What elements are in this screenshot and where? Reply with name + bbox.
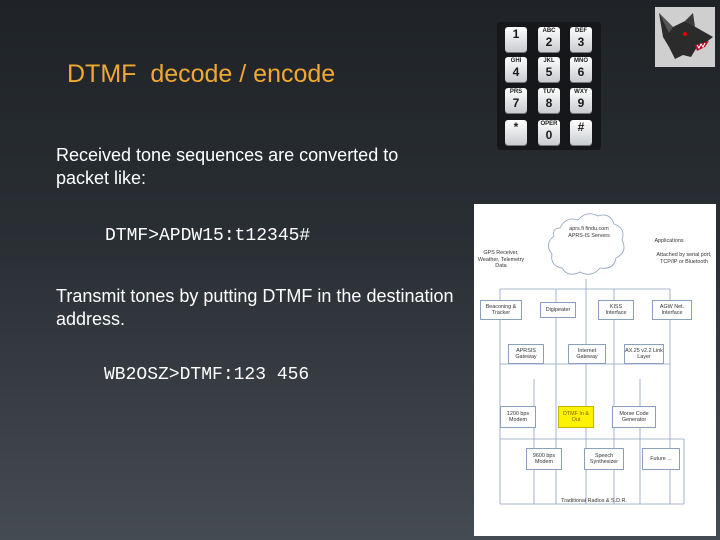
key-digit: 7: [512, 96, 520, 110]
speech-box: Speech Synthesizer: [584, 448, 624, 470]
key-letters: GHI: [510, 58, 522, 64]
applications-label: Applications: [654, 238, 684, 244]
paragraph-transmit: Transmit tones by putting DTMF in the de…: [56, 286, 454, 329]
key-letters: OPER: [540, 121, 558, 127]
key-letters: TUV: [543, 89, 555, 95]
beaconing-box: Beaconing & Tracker: [480, 300, 522, 320]
internet-gateway-box: Internet Gateway: [568, 344, 606, 364]
keypad-key: 1: [505, 27, 527, 52]
key-digit: 6: [577, 65, 585, 79]
cloud-label: aprs.fi findu.com APRS-IS Servers: [568, 226, 610, 239]
modem-1200-box: 1200 bps Modem: [500, 406, 536, 428]
attached-label: Attached by serial port, TCP/IP or Bluet…: [656, 252, 712, 265]
morse-box: Morse Code Generator: [612, 406, 656, 428]
keypad-key: #: [570, 120, 592, 145]
key-digit: 2: [545, 35, 553, 49]
agw-box: AGW Net. Interface: [652, 300, 692, 320]
key-letters: PRS: [509, 89, 523, 95]
aprsis-gateway-box: APRSIS Gateway: [508, 344, 544, 364]
key-digit: 8: [545, 96, 553, 110]
dtmf-box: DTMF In & Out: [558, 406, 594, 428]
architecture-diagram: aprs.fi findu.com APRS-IS Servers GPS Re…: [474, 204, 716, 536]
key-digit: 1: [512, 27, 520, 41]
key-digit: 4: [512, 65, 520, 79]
future-box: Future ...: [642, 448, 680, 470]
key-letters: DEF: [575, 28, 587, 34]
ax25-box: AX.25 v2.2 Link Layer: [624, 344, 664, 364]
kiss-box: KISS Interface: [598, 300, 634, 320]
key-letters: ABC: [542, 28, 556, 34]
digipeater-box: Digipeater: [540, 302, 576, 318]
wolf-head-icon: [655, 7, 715, 67]
code-transmit-example: WB2OSZ>DTMF:123 456: [104, 365, 310, 385]
key-digit: #: [577, 120, 585, 134]
key-digit: 5: [545, 65, 553, 79]
modem-9600-box: 9600 bps Modem: [526, 448, 562, 470]
slide-title: DTMF decode / encode: [67, 60, 336, 88]
gps-label: GPS Receiver, Weather, Telemetry Data: [477, 250, 525, 269]
key-digit: *: [513, 120, 519, 134]
key-digit: 9: [577, 96, 585, 110]
key-letters: WXY: [574, 89, 588, 95]
key-digit: 0: [545, 128, 553, 142]
key-letters: JKL: [543, 58, 555, 64]
diagram-connectors: [499, 213, 685, 505]
code-received-example: DTMF>APDW15:t12345#: [105, 226, 311, 246]
radios-label: Traditional Radios & S.D.R.: [561, 498, 627, 504]
keypad-key: *: [505, 120, 527, 145]
key-digit: 3: [577, 35, 585, 49]
paragraph-received: Received tone sequences are converted to…: [56, 145, 399, 188]
key-letters: MNO: [574, 58, 588, 64]
